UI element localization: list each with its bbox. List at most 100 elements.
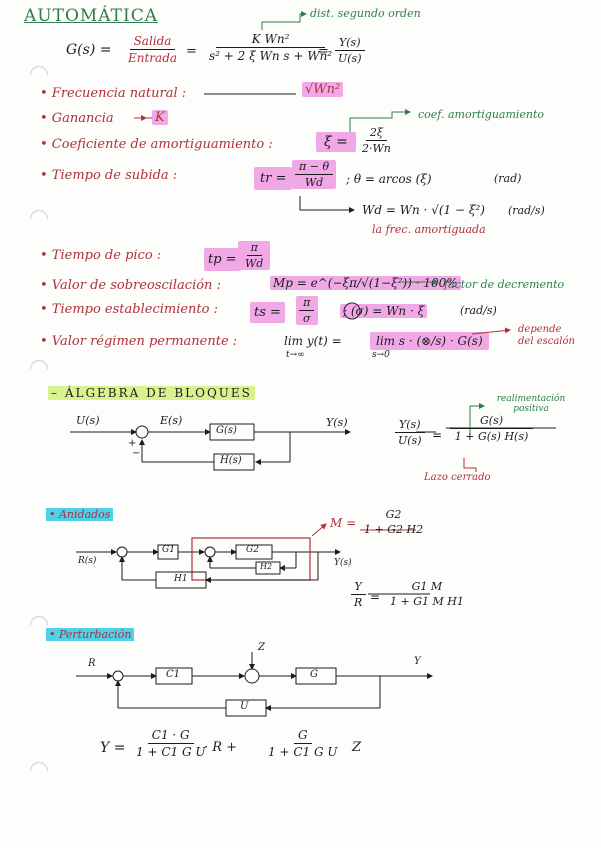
item-frecuencia: • Frecuencia natural : xyxy=(40,86,187,101)
pico-fraction: π Wd xyxy=(238,241,271,270)
t1-den: 1 + C1 G U xyxy=(136,745,206,759)
g-main-fraction: K Wn² s² + 2 ξ Wn s + Wn² xyxy=(205,32,336,63)
coef-num: 2ξ xyxy=(365,126,387,141)
u-of-s: U(s) xyxy=(338,52,362,65)
entrada-label: Entrada xyxy=(128,51,178,65)
realimentacion-note: realimentación positiva xyxy=(496,394,566,414)
estab-den: σ xyxy=(303,312,311,325)
item-coeficiente: • Coeficiente de amortiguamiento : xyxy=(40,137,273,152)
perturb-term2: G 1 + C1 G U xyxy=(264,728,341,759)
m-lhs: M = xyxy=(330,516,357,530)
anidados-tf-lhs: Y R xyxy=(350,580,366,609)
algebra-tf-den: 1 + G(s) H(s) xyxy=(454,430,529,443)
t2-num: G xyxy=(293,728,312,744)
algebra-tf-eq: = xyxy=(432,428,443,442)
coef-note: coef. amortiguamiento xyxy=(418,108,545,121)
dist-note: dist. segundo orden xyxy=(310,7,421,20)
page-title: AUTOMÁTICA xyxy=(24,6,158,26)
y-anidados-label: Y(s) xyxy=(334,558,352,568)
sobre-note: factor de decremento xyxy=(444,278,565,291)
h1-block-label: H1 xyxy=(174,574,188,584)
g-numerator: K Wn² xyxy=(215,32,326,48)
theta-def: ; θ = arcos (ξ) xyxy=(346,172,432,186)
pico-den: Wd xyxy=(245,257,264,270)
coef-den: 2·Wn xyxy=(362,142,391,155)
anidados-tf: G1 M 1 + G1 M H1 xyxy=(386,580,468,608)
g-perturb-block-label: G xyxy=(310,669,318,680)
item-sobreoscilacion: • Valor de sobreoscilación : xyxy=(40,278,221,293)
u-label: U(s) xyxy=(76,414,100,427)
anidados-tf-den: 1 + G1 M H1 xyxy=(390,595,464,608)
coeficiente-fraction: 2ξ 2·Wn xyxy=(358,126,395,155)
estab-num: π xyxy=(299,296,315,311)
estab-lhs: ts = xyxy=(250,302,285,323)
z-label: Z xyxy=(258,642,265,653)
regimen-lim2: lim s · (⊗/s) · G(s) xyxy=(370,332,489,350)
e-label: E(s) xyxy=(160,414,183,427)
equals-sign: = xyxy=(186,44,197,59)
y-of-s: Y(s) xyxy=(335,36,365,51)
g1-block-label: G1 xyxy=(162,545,175,555)
subida-num: π − θ xyxy=(295,160,334,175)
g-block-label: G(s) xyxy=(216,425,237,436)
estab-fraction: π σ xyxy=(296,296,318,325)
coeficiente-lhs: ξ = xyxy=(316,132,356,152)
feedback-block-diagram: + − xyxy=(70,403,556,472)
anidados-tf-lhs-den: R xyxy=(354,596,363,609)
m-den: 1 + G2 H2 xyxy=(364,523,424,536)
svg-text:−: − xyxy=(132,448,140,459)
u-block-label: U xyxy=(240,701,249,712)
algebra-tf-num: G(s) xyxy=(450,414,534,429)
perturb-term1: C1 · G 1 + C1 G U xyxy=(132,728,209,759)
y-eq-lhs: Y = xyxy=(100,740,126,756)
item-pico: • Tiempo de pico : xyxy=(40,248,162,263)
c1-block-label: C1 xyxy=(166,669,181,680)
theta-unit: (rad) xyxy=(494,172,522,185)
g-denominator: s² + 2 ξ Wn s + Wn² xyxy=(209,49,333,63)
h-block-label: H(s) xyxy=(220,455,242,466)
pico-lhs: tp = xyxy=(204,248,241,271)
salida-label: Salida xyxy=(129,34,176,50)
item-ganancia: • Ganancia xyxy=(40,111,114,126)
annotation-arrows xyxy=(134,11,511,335)
t1-num: C1 · G xyxy=(147,728,194,744)
algebra-tf-lhs-den: U(s) xyxy=(398,434,422,447)
item-regimen: • Valor régimen permanente : xyxy=(40,334,238,349)
svg-text:+: + xyxy=(128,438,136,449)
disturbance-block-diagram xyxy=(76,652,433,717)
frecuencia-value: √Wn² xyxy=(302,82,344,97)
anidados-tf-eq: = xyxy=(370,590,381,604)
subida-lhs: tr = xyxy=(254,167,293,190)
regimen-note: depende del escalón xyxy=(518,324,575,347)
algebra-tf-lhs: Y(s) U(s) xyxy=(394,418,426,447)
y-label: Y(s) xyxy=(326,416,348,429)
sigma-def: ; (σ) = Wn · ξ xyxy=(340,304,428,318)
anidados-tf-lhs-num: Y xyxy=(350,580,366,595)
wd-note: la frec. amortiguada xyxy=(372,223,486,236)
ganancia-value: K xyxy=(152,110,168,125)
nested-block-diagram xyxy=(76,523,430,595)
y-perturb-label: Y xyxy=(414,656,421,667)
g2-block-label: G2 xyxy=(246,545,259,555)
item-subida: • Tiempo de subida : xyxy=(40,168,178,183)
m-fraction: G2 1 + G2 H2 xyxy=(360,508,427,536)
m-num: G2 xyxy=(385,508,402,521)
pico-num: π xyxy=(246,241,262,256)
algebra-tf-lhs-num: Y(s) xyxy=(395,418,425,433)
regimen-lim2-sub: s→0 xyxy=(372,350,390,360)
sigma-unit: (rad/s) xyxy=(460,304,497,317)
t1-mult: · R + xyxy=(204,740,238,755)
anidados-heading: • Anidados xyxy=(46,508,114,521)
regimen-lim-sub: t→∞ xyxy=(286,350,305,360)
h2-block-label: H2 xyxy=(260,562,273,571)
anidados-tf-num: G1 M xyxy=(411,580,443,593)
lazo-note: Lazo cerrado xyxy=(424,472,491,483)
yu-fraction: Y(s) U(s) xyxy=(334,36,366,65)
regimen-lim: lim y(t) = xyxy=(284,334,342,348)
subida-den: Wd xyxy=(304,176,324,189)
item-establecimiento: • Tiempo establecimiento : xyxy=(40,302,218,317)
t2-den: 1 + C1 G U xyxy=(268,745,338,759)
r-label: R(s) xyxy=(78,556,97,566)
